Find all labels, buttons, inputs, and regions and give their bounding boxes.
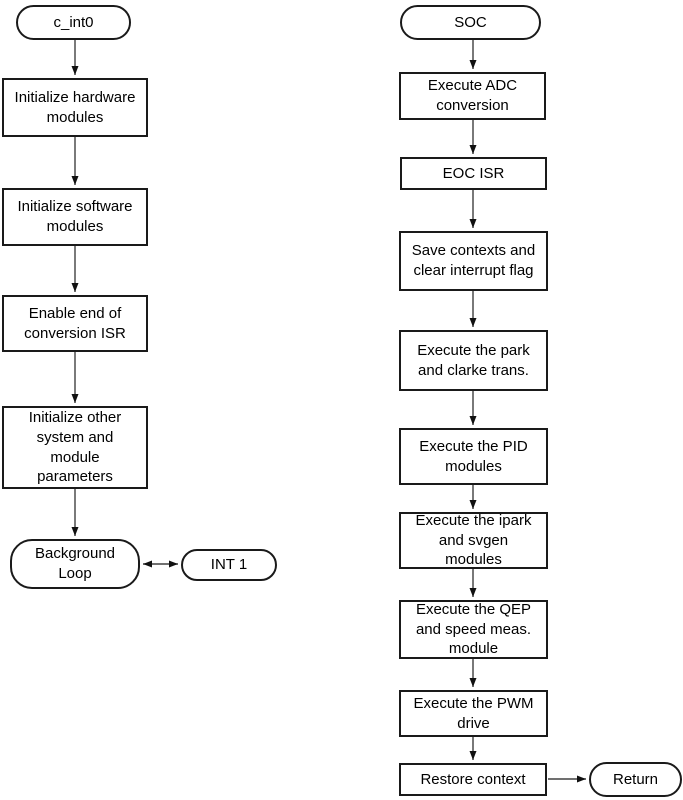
node-background-loop: Background Loop bbox=[10, 539, 140, 589]
node-c-int0: c_int0 bbox=[16, 5, 131, 40]
node-soc: SOC bbox=[400, 5, 541, 40]
node-enable-eoc-isr: Enable end of conversion ISR bbox=[2, 295, 148, 352]
node-pid-modules: Execute the PID modules bbox=[399, 428, 548, 485]
node-initialize-other: Initialize other system and module param… bbox=[2, 406, 148, 489]
node-int1: INT 1 bbox=[181, 549, 277, 581]
node-eoc-isr: EOC ISR bbox=[400, 157, 547, 190]
node-park-clarke: Execute the park and clarke trans. bbox=[399, 330, 548, 391]
node-initialize-hardware: Initialize hardware modules bbox=[2, 78, 148, 137]
node-save-contexts: Save contexts and clear interrupt flag bbox=[399, 231, 548, 291]
node-execute-adc: Execute ADC conversion bbox=[399, 72, 546, 120]
node-return: Return bbox=[589, 762, 682, 797]
node-ipark-svgen: Execute the ipark and svgen modules bbox=[399, 512, 548, 569]
node-pwm-drive: Execute the PWM drive bbox=[399, 690, 548, 737]
node-restore-context: Restore context bbox=[399, 763, 547, 796]
node-qep-speed: Execute the QEP and speed meas. module bbox=[399, 600, 548, 659]
node-initialize-software: Initialize software modules bbox=[2, 188, 148, 246]
